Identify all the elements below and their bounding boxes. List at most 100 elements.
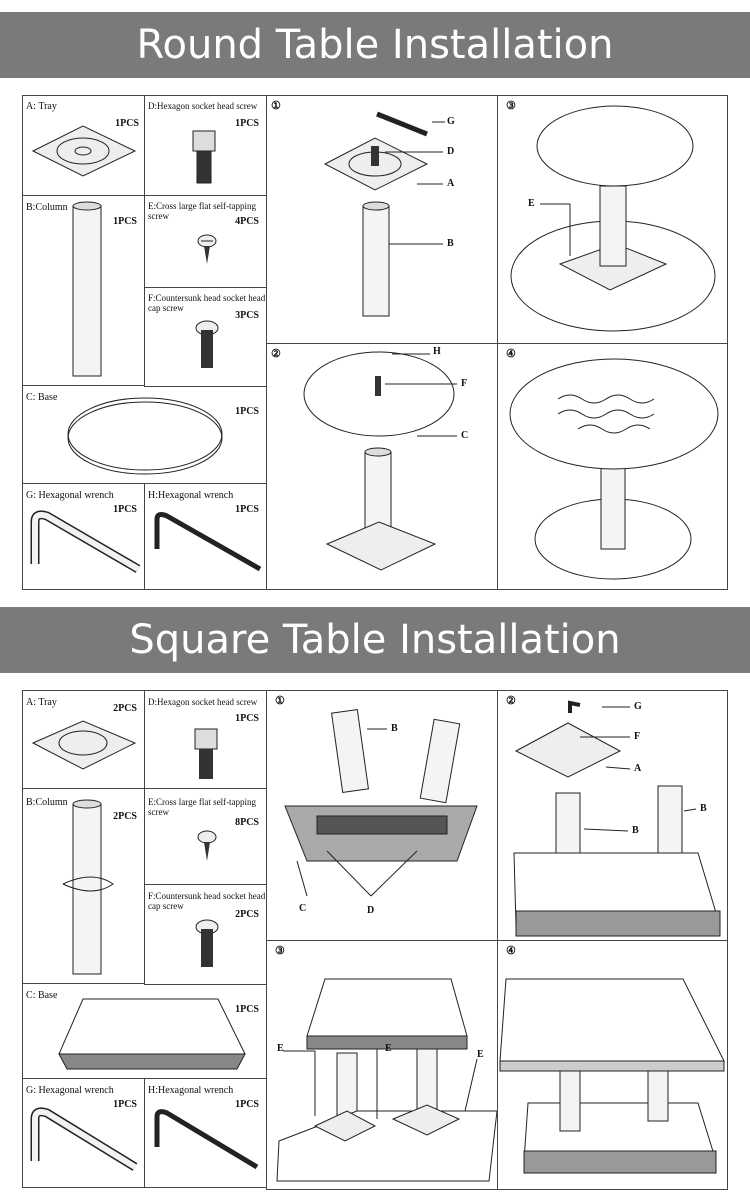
round-step-3-panel: ③ E (497, 95, 728, 345)
step-number: ② (506, 695, 516, 707)
step-1-illustration (323, 111, 445, 317)
part-label: E:Cross large flat self-tapping screw (148, 201, 257, 221)
callout-c: C (299, 903, 307, 914)
round-part-c-panel: C: Base 1PCS (22, 385, 268, 485)
part-label: C: Base (26, 392, 58, 403)
tray-illustration (31, 720, 137, 770)
square-step-2-panel: ② G F A B B (497, 690, 728, 942)
part-count: 1PCS (115, 118, 139, 129)
part-label: G: Hexagonal wrench (26, 490, 114, 501)
tray-illustration (31, 125, 137, 177)
round-step-2-panel: ② H F C (266, 343, 499, 590)
part-label: A: Tray (26, 697, 57, 708)
self-tapping-screw-illustration (197, 234, 217, 264)
square-title: Square Table Installation (129, 617, 621, 663)
round-part-a-panel: A: Tray 1PCS (22, 95, 146, 197)
part-label: B:Column (26, 202, 68, 213)
part-label: E:Cross large flat self-tapping screw (148, 797, 257, 817)
part-label: F:Countersunk head socket head cap screw (148, 293, 266, 313)
step-number: ① (275, 695, 285, 707)
step-3-illustration (510, 105, 716, 332)
countersunk-screw-illustration (195, 919, 219, 967)
part-count: 2PCS (113, 811, 137, 822)
part-count: 1PCS (113, 216, 137, 227)
step-2-illustration (303, 351, 457, 571)
hex-screw-illustration (192, 130, 216, 184)
square-part-g-panel: G: Hexagonal wrench 1PCS (22, 1078, 146, 1188)
small-wrench-illustration (154, 512, 262, 572)
part-label: B:Column (26, 797, 68, 808)
part-label: H:Hexagonal wrench (148, 490, 234, 501)
callout-a: A (634, 763, 642, 774)
step-number: ④ (506, 945, 516, 957)
callout-d: D (447, 146, 455, 157)
part-count: 1PCS (113, 1099, 137, 1110)
round-part-h-panel: H:Hexagonal wrench 1PCS (144, 483, 268, 590)
square-part-a-panel: A: Tray 2PCS (22, 690, 146, 790)
hex-screw-illustration (194, 728, 218, 779)
self-tapping-screw-illustration (197, 830, 217, 861)
part-count: 2PCS (113, 703, 137, 714)
square-step-3-panel: ③ E E E (266, 940, 499, 1190)
callout-b: B (700, 803, 707, 814)
step-number: ④ (506, 348, 516, 360)
step-number: ② (271, 348, 281, 360)
square-part-c-panel: C: Base 1PCS (22, 983, 268, 1080)
step-number: ③ (275, 945, 285, 957)
step-4-illustration (509, 358, 719, 580)
callout-g: G (634, 701, 642, 712)
square-title-banner: Square Table Installation (0, 607, 750, 673)
step-2-illustration (513, 700, 721, 937)
part-count: 3PCS (235, 310, 259, 321)
step-3-illustration (276, 978, 498, 1182)
part-label: C: Base (26, 990, 58, 1001)
square-part-d-panel: D:Hexagon socket head screw 1PCS (144, 690, 268, 790)
countersunk-screw-illustration (195, 320, 219, 368)
part-label: D:Hexagon socket head screw (148, 697, 258, 707)
step-number: ③ (506, 100, 516, 112)
part-label: D:Hexagon socket head screw (148, 101, 258, 111)
part-label: H:Hexagonal wrench (148, 1085, 234, 1096)
round-title: Round Table Installation (136, 22, 614, 68)
callout-e: E (477, 1049, 484, 1060)
part-count: 2PCS (235, 909, 259, 920)
part-count: 1PCS (235, 406, 259, 417)
square-part-e-panel: E:Cross large flat self-tapping screw 8P… (144, 788, 268, 886)
callout-b: B (391, 723, 398, 734)
square-part-f-panel: F:Countersunk head socket head cap screw… (144, 884, 268, 985)
part-label: F:Countersunk head socket head cap screw (148, 891, 266, 911)
callout-b: B (447, 238, 454, 249)
round-part-d-panel: D:Hexagon socket head screw 1PCS (144, 95, 268, 197)
column-illustration (72, 201, 102, 377)
round-part-g-panel: G: Hexagonal wrench 1PCS (22, 483, 146, 590)
column-illustration (62, 799, 114, 975)
part-count: 1PCS (113, 504, 137, 515)
callout-g: G (447, 116, 455, 127)
callout-e: E (277, 1043, 284, 1054)
square-part-b-panel: B:Column 2PCS (22, 788, 146, 985)
step-4-illustration (499, 978, 725, 1174)
round-step-4-panel: ④ (497, 343, 728, 590)
part-count: 1PCS (235, 713, 259, 724)
part-count: 4PCS (235, 216, 259, 227)
part-count: 1PCS (235, 504, 259, 515)
part-label: G: Hexagonal wrench (26, 1085, 114, 1096)
round-part-f-panel: F:Countersunk head socket head cap screw… (144, 287, 268, 387)
part-count: 8PCS (235, 817, 259, 828)
square-part-h-panel: H:Hexagonal wrench 1PCS (144, 1078, 268, 1188)
callout-b: B (632, 825, 639, 836)
round-title-banner: Round Table Installation (0, 12, 750, 78)
base-illustration (58, 998, 246, 1070)
round-step-1-panel: ① G D A B (266, 95, 499, 345)
round-part-b-panel: B:Column 1PCS (22, 195, 146, 387)
large-wrench-illustration (30, 510, 141, 573)
part-label: A: Tray (26, 101, 57, 112)
small-wrench-illustration (154, 1109, 259, 1170)
callout-e: E (385, 1043, 392, 1054)
part-count: 1PCS (235, 1004, 259, 1015)
part-count: 1PCS (235, 118, 259, 129)
callout-d: D (367, 905, 375, 916)
square-step-1-panel: ① B C D (266, 690, 499, 942)
callout-e: E (528, 198, 535, 209)
callout-f: F (461, 378, 468, 389)
